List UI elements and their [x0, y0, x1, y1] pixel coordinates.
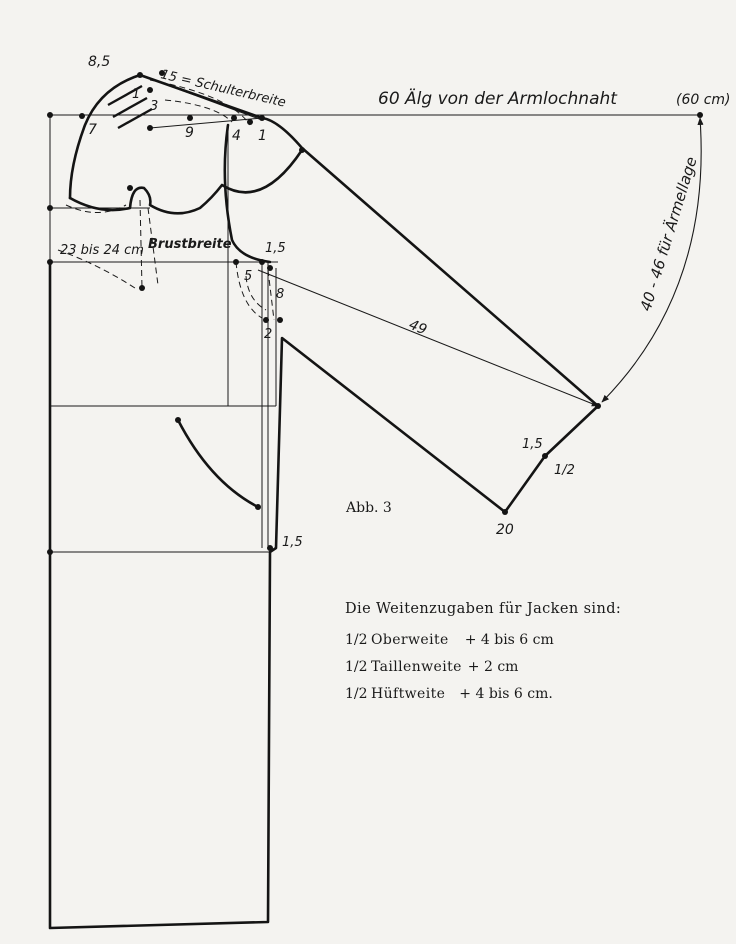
- dashed-guides: [57, 79, 275, 321]
- chest-width-measure-label: 23 bis 24 cm: [60, 243, 144, 258]
- measure-4: 4: [232, 128, 241, 144]
- allowance-notes: Die Weitenzugaben für Jacken sind: 1/2 O…: [345, 596, 705, 708]
- note-fraction: 1/2: [345, 659, 368, 675]
- pattern-outline: [48, 73, 600, 930]
- chest-width-label: Brustbreite: [148, 237, 232, 252]
- measure-8: 8: [276, 287, 284, 302]
- measure-1-2: 1/2: [554, 463, 575, 478]
- length-from-armhole-label: 60 Älg von der Armlochnaht: [378, 88, 618, 109]
- construction-lines: [49, 74, 700, 553]
- sleeve-position-arc: [601, 117, 704, 403]
- measure-1-top: 1: [132, 87, 140, 102]
- measure-20: 20: [496, 522, 514, 538]
- measure-5: 5: [244, 269, 252, 284]
- measure-1-5-waist: 1,5: [282, 535, 303, 550]
- measure-8-5: 8,5: [88, 54, 110, 70]
- construction-points: [47, 70, 703, 555]
- measure-1-5-cuff: 1,5: [522, 437, 543, 452]
- measure-1-right: 1: [258, 128, 267, 144]
- note-name: Taillenweite: [371, 659, 462, 675]
- note-fraction: 1/2: [345, 686, 368, 702]
- measure-49: 49: [407, 317, 430, 339]
- notes-title: Die Weitenzugaben für Jacken sind:: [345, 601, 622, 617]
- measure-1-5-armhole: 1,5: [265, 241, 286, 256]
- note-value: + 4 bis 6 cm: [464, 632, 554, 648]
- figure-caption: Abb. 3: [345, 500, 392, 516]
- measure-3: 3: [150, 99, 158, 114]
- note-name: Hüftweite: [371, 686, 446, 702]
- note-row-hip: 1/2 Hüftweite + 4 bis 6 cm.: [345, 681, 705, 708]
- note-value: + 4 bis 6 cm.: [459, 686, 553, 702]
- note-value: + 2 cm: [467, 659, 519, 675]
- measure-7-left: 7: [88, 122, 97, 138]
- note-name: Oberweite: [371, 632, 449, 648]
- shoulder-dart-marks: [107, 84, 153, 130]
- note-row-waist: 1/2 Taillenweite + 2 cm: [345, 654, 705, 681]
- measure-2: 2: [264, 327, 272, 342]
- sleeve-position-label: 40 - 46 für Ärmellage: [636, 154, 701, 313]
- note-row-bust: 1/2 Oberweite + 4 bis 6 cm: [345, 627, 705, 654]
- measure-9: 9: [185, 125, 194, 141]
- note-fraction: 1/2: [345, 632, 368, 648]
- length-cm-label: (60 cm): [676, 92, 731, 108]
